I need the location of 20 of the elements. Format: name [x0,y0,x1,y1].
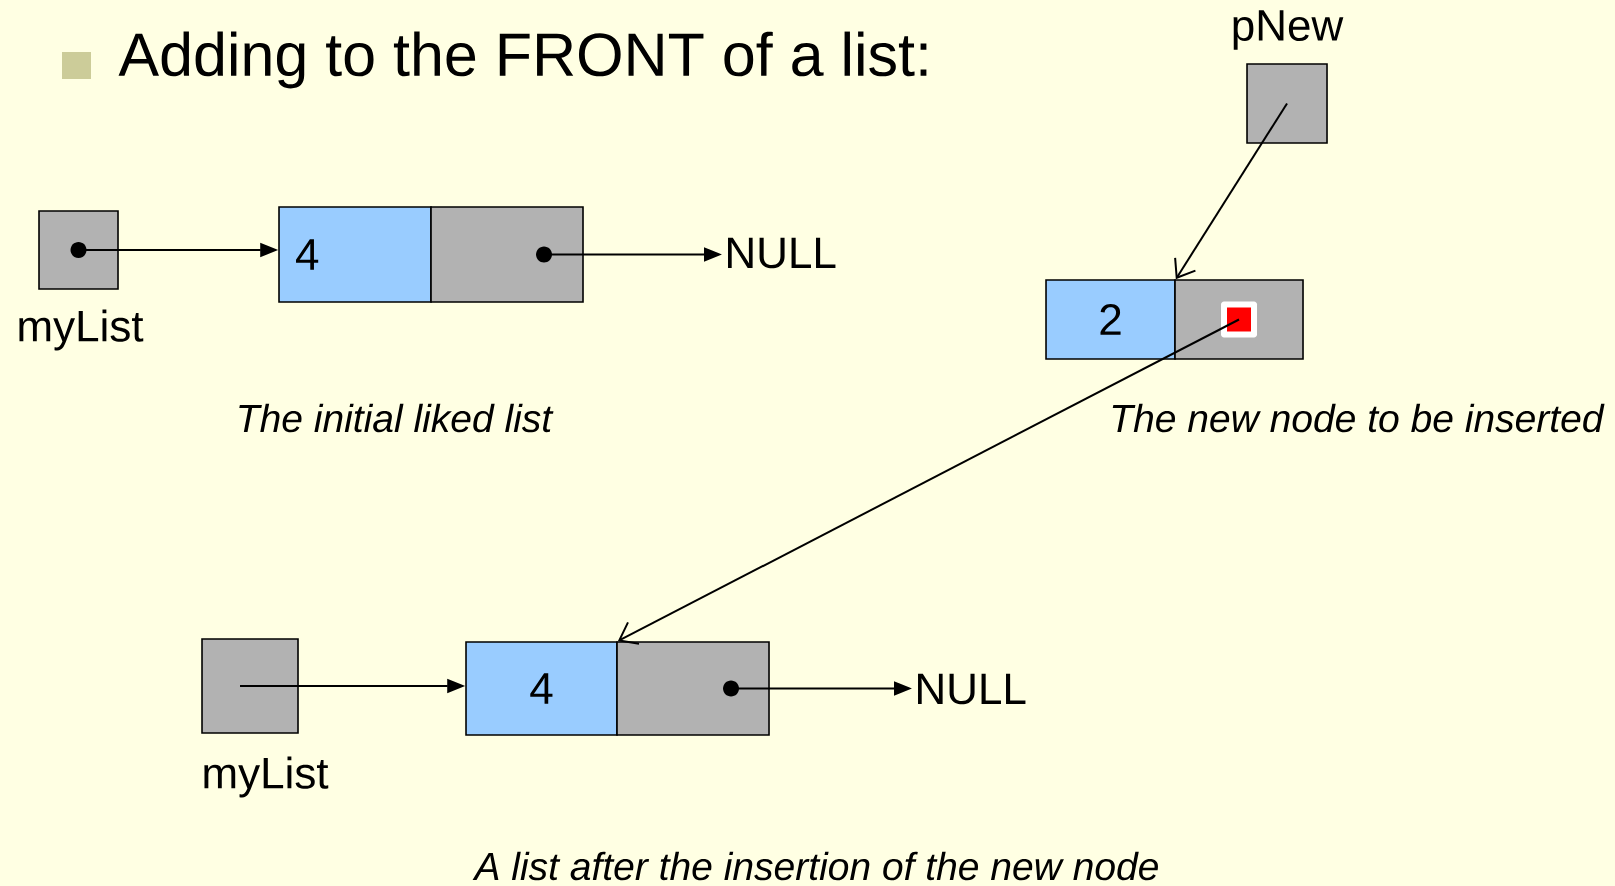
pointer-box [1246,63,1328,144]
title: Adding to the FRONT of a list: [118,31,927,89]
pointer-box [430,206,584,303]
data-cell: 2 [1045,279,1176,360]
pointer-name: pNew [1233,10,1344,50]
null-label: NULL [728,237,836,269]
null-label: NULL [918,673,1026,705]
data-cell: 4 [465,641,618,736]
data-cell: 4 [278,206,432,303]
arrow [1174,102,1288,280]
pointer-box [616,641,770,736]
caption: The new node to be inserted [1112,403,1605,433]
caption: The initial liked list [239,403,554,433]
pointer-box [201,638,299,734]
pointer-box [1174,279,1304,360]
arrow [617,318,1240,645]
pointer-box [38,210,119,290]
pointer-name: myList [204,756,329,798]
pointer-name: myList [19,309,144,351]
caption: A list after the insertion of the new node [472,851,1158,881]
